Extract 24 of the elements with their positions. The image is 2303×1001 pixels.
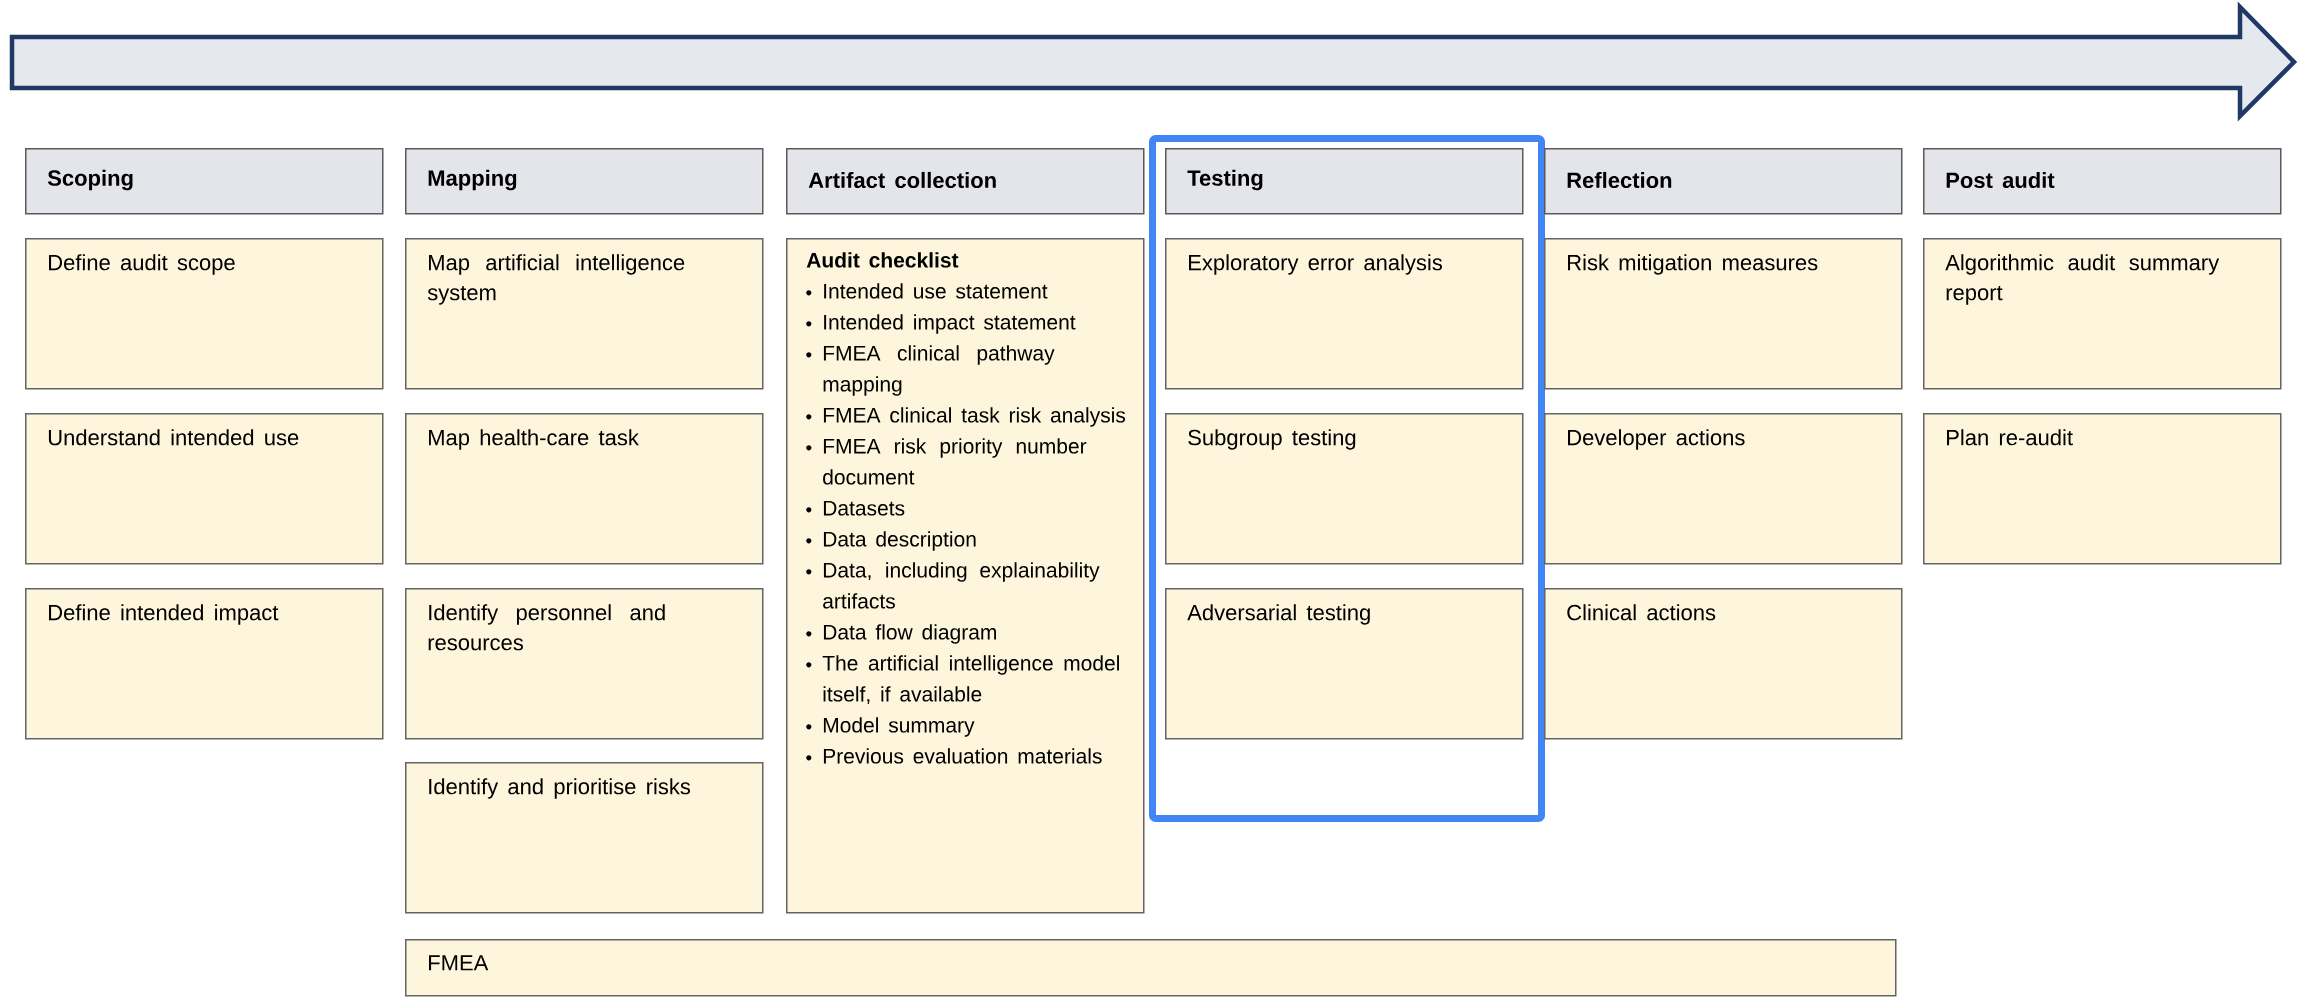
step-box: Map artificial intelligence system bbox=[405, 238, 764, 390]
highlight-frame bbox=[1149, 135, 1545, 822]
stage-header: Artifact collection bbox=[786, 148, 1145, 215]
stage-header: Testing bbox=[1165, 148, 1524, 215]
step-box: Clinical actions bbox=[1544, 588, 1903, 740]
step-box: Understand intended use bbox=[25, 413, 384, 565]
step-box: Map health-care task bbox=[405, 413, 764, 565]
stage-header: Mapping bbox=[405, 148, 764, 215]
step-box: Exploratory error analysis bbox=[1165, 238, 1524, 390]
step-box: Identify personnel and resources bbox=[405, 588, 764, 740]
stage-header: Post audit bbox=[1923, 148, 2282, 215]
step-box: Algorithmic audit summary report bbox=[1923, 238, 2282, 390]
step-box: Subgroup testing bbox=[1165, 413, 1524, 565]
step-box: Risk mitigation measures bbox=[1544, 238, 1903, 390]
step-box: Define intended impact bbox=[25, 588, 384, 740]
step-box: Plan re-audit bbox=[1923, 413, 2282, 565]
stage-header: Scoping bbox=[25, 148, 384, 215]
checklist-box: Audit checklist Intended use statement Intended impact statement FMEA clinical pathway mapping FMEA clinical task risk analysis FMEA risk priority number document Datasets Data description Data, including explainability artifacts Data flow diagram The artificial intelligence model itself, if available Model summary Previous evaluation materials bbox=[786, 238, 1145, 914]
step-box: Adversarial testing bbox=[1165, 588, 1524, 740]
stage-header: Reflection bbox=[1544, 148, 1903, 215]
step-box: Identify and prioritise risks bbox=[405, 762, 764, 914]
step-box: Define audit scope bbox=[25, 238, 384, 390]
step-box: Developer actions bbox=[1544, 413, 1903, 565]
step-box: FMEA bbox=[405, 939, 1897, 997]
